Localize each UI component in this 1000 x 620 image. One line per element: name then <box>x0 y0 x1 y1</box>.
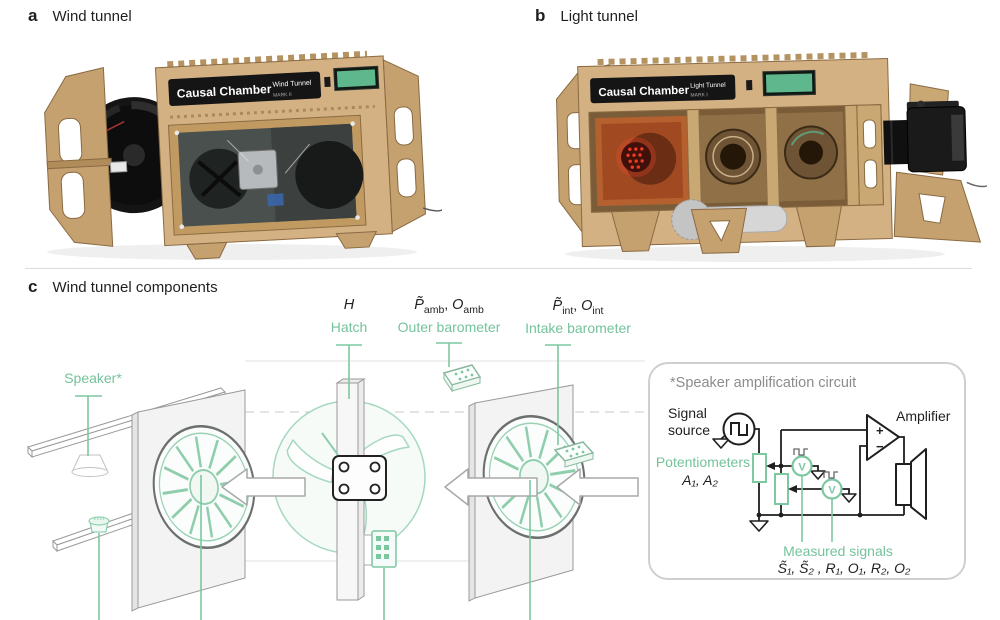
measured-signals-label: Measured signals <box>783 543 893 559</box>
photo-shadow <box>47 244 417 260</box>
circuit-schematic: V V + − <box>712 412 927 542</box>
speaker-cone <box>71 454 109 477</box>
panel-c-title: Wind tunnel components <box>52 279 218 296</box>
airflow-arrow-left <box>221 468 306 506</box>
airflow-arrow-right <box>556 468 639 506</box>
potentiometer-variables: A₁, A₂ <box>682 472 718 488</box>
post-sensor <box>363 530 397 568</box>
wind-tunnel-photo: Causal Chamber Wind Tunnel MARK II <box>44 50 442 260</box>
outer-barometer-variables: P̃amb, Oamb <box>414 296 484 316</box>
callout-lines <box>75 342 571 620</box>
voltmeter-v: V <box>798 462 806 474</box>
signal-source-label: Signal source <box>668 405 711 438</box>
lens-assemblies <box>698 111 846 204</box>
wind-tunnel-right-frame <box>185 59 442 260</box>
speaker-icon <box>895 448 927 520</box>
amplifier-icon: + − <box>866 414 900 461</box>
ground-icon <box>712 438 730 449</box>
hatch-variable: H <box>343 297 355 313</box>
panel-c-tag: c <box>28 277 38 296</box>
led-matrix-compartment <box>595 115 690 207</box>
panel-b-tag: b <box>535 6 546 25</box>
signal-source-icon <box>722 412 756 446</box>
light-tunnel-photo: Causal Chamber Light Tunnel MARK I <box>556 52 988 262</box>
photo-shadow <box>565 246 945 262</box>
potentiometers-label: Potentiometers <box>655 454 750 470</box>
panel-a-title: Wind tunnel <box>52 8 132 25</box>
svg-text:−: − <box>876 439 884 454</box>
device-mark: MARK II <box>273 92 292 99</box>
voltmeter-2: V <box>821 478 843 500</box>
measured-signal-lines <box>801 476 833 542</box>
panel-c-header: c Wind tunnel components <box>28 277 218 297</box>
speaker-circuit-box: V V + − <box>648 362 966 580</box>
circuit-title: *Speaker amplification circuit <box>670 375 857 391</box>
power-switch <box>746 80 753 91</box>
device-name-plate <box>590 74 736 104</box>
outer-barometer-chip <box>442 364 482 393</box>
panel-a-tag: a <box>28 6 38 25</box>
device-name-plate <box>168 71 322 107</box>
intake-barometer-label: Intake barometer <box>525 320 631 336</box>
device-brand: Causal Chamber <box>598 85 690 99</box>
ground-icon <box>810 470 826 480</box>
device-model: Wind Tunnel <box>272 80 312 89</box>
device-brand: Causal Chamber <box>176 82 272 101</box>
microphone <box>88 516 110 533</box>
led-dots <box>626 147 644 169</box>
square-wave-icon <box>823 471 838 479</box>
potentiometer-1 <box>752 453 767 483</box>
panel-b-title: Light tunnel <box>560 8 638 25</box>
wind-tunnel-body: Causal Chamber Wind Tunnel MARK II <box>154 50 393 247</box>
outer-barometer-label: Outer barometer <box>397 319 501 335</box>
hatch-motor <box>321 432 387 501</box>
amplifier-label: Amplifier <box>896 408 951 424</box>
voltmeter-1: V <box>791 455 813 477</box>
panel-a-header: a Wind tunnel <box>28 6 132 26</box>
intake-barometer-chip <box>553 441 595 468</box>
light-tunnel-body: Causal Chamber Light Tunnel MARK I <box>577 52 893 248</box>
section-divider <box>25 268 972 269</box>
airflow-arrow-middle <box>444 468 538 506</box>
hatch-label: Hatch <box>330 319 368 335</box>
square-wave-icon <box>793 448 808 456</box>
speaker-label: Speaker* <box>64 370 122 386</box>
intake-barometer-variables: P̃int, Oint <box>552 297 604 317</box>
voltmeter-v: V <box>828 485 836 497</box>
ground-icon <box>749 520 769 532</box>
ground-icon <box>841 493 857 503</box>
svg-text:+: + <box>876 423 884 438</box>
camera <box>883 100 988 188</box>
wind-tunnel-diagram <box>27 342 645 620</box>
device-model: Light Tunnel <box>690 82 726 90</box>
power-switch <box>324 76 331 88</box>
potentiometer-2 <box>774 473 789 505</box>
panel-b-header: b Light tunnel <box>535 6 638 26</box>
device-mark: MARK I <box>690 92 707 98</box>
legs <box>610 171 982 254</box>
wiper-arrows <box>766 462 823 493</box>
measured-signal-variables: S̃₁, S̃₂ , R₁, O₁, R₂, O₂ <box>777 560 911 576</box>
